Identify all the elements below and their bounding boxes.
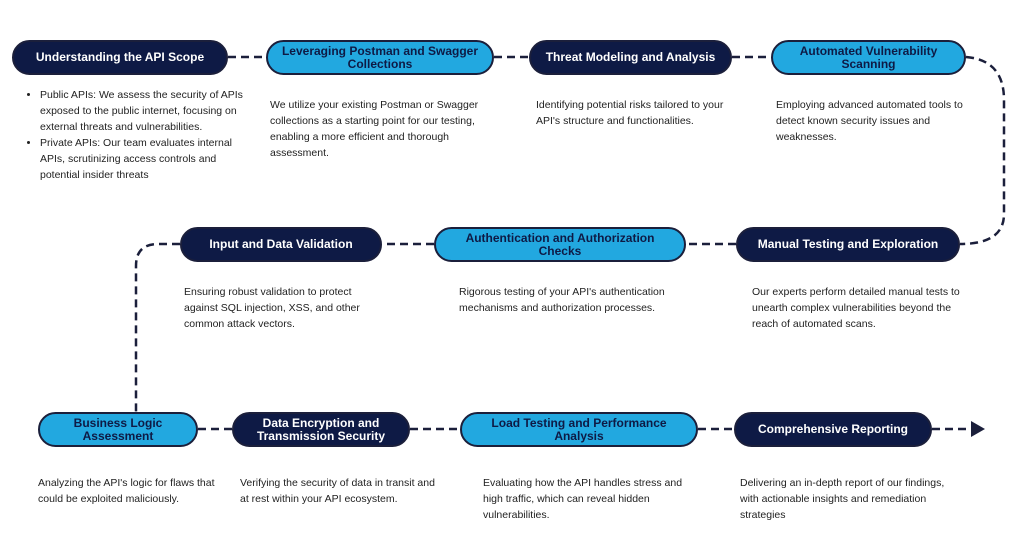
step-auth-checks: Authentication and Authorization Checks [434, 227, 686, 262]
step-title: Input and Data Validation [209, 237, 353, 251]
step-title: Leveraging Postman and Swagger Collectio… [281, 43, 479, 71]
step-automated-scanning: Automated Vulnerability Scanning [771, 40, 966, 75]
step-title: Business Logic Assessment [73, 415, 163, 443]
step-description: Verifying the security of data in transi… [240, 477, 435, 505]
step-postman-swagger: Leveraging Postman and Swagger Collectio… [266, 40, 494, 75]
step-understanding-api-scope: Understanding the API Scope [12, 40, 228, 75]
bullet-private-apis: Private APIs: Our team evaluates interna… [40, 135, 250, 183]
step-comprehensive-reporting: Comprehensive Reporting [734, 412, 932, 447]
step-description: Identifying potential risks tailored to … [536, 99, 724, 127]
end-arrowhead [971, 421, 985, 437]
step-input-validation: Input and Data Validation [180, 227, 382, 262]
connector-4-5 [959, 55, 1006, 246]
step-description: Delivering an in-depth report of our fin… [740, 477, 945, 521]
step-description: Analyzing the API's logic for flaws that… [38, 477, 215, 505]
step-title: Understanding the API Scope [35, 50, 205, 64]
step-description: Our experts perform detailed manual test… [752, 286, 960, 330]
step-description: Evaluating how the API handles stress an… [483, 477, 683, 521]
step-title: Automated Vulnerability Scanning [799, 43, 938, 71]
step-title: Data Encryption and Transmission Securit… [256, 415, 386, 443]
step-title: Load Testing and Performance Analysis [491, 415, 667, 443]
step-title: Comprehensive Reporting [757, 422, 909, 436]
step-description: Rigorous testing of your API's authentic… [459, 286, 665, 314]
step-description: We utilize your existing Postman or Swag… [270, 99, 479, 159]
step-description: Employing advanced automated tools to de… [776, 99, 963, 143]
connector-7-8 [134, 242, 180, 412]
step-title: Manual Testing and Exploration [757, 237, 939, 251]
step-data-encryption: Data Encryption and Transmission Securit… [232, 412, 410, 447]
step-business-logic: Business Logic Assessment [38, 412, 198, 447]
step-title: Authentication and Authorization Checks [465, 230, 655, 258]
bullet-public-apis: Public APIs: We assess the security of A… [40, 87, 250, 135]
step-manual-testing: Manual Testing and Exploration [736, 227, 960, 262]
step-threat-modeling: Threat Modeling and Analysis [529, 40, 732, 75]
api-scope-bullets: Public APIs: We assess the security of A… [24, 87, 250, 183]
step-load-testing: Load Testing and Performance Analysis [460, 412, 698, 447]
step-description: Ensuring robust validation to protect ag… [184, 286, 360, 330]
step-title: Threat Modeling and Analysis [545, 50, 716, 64]
